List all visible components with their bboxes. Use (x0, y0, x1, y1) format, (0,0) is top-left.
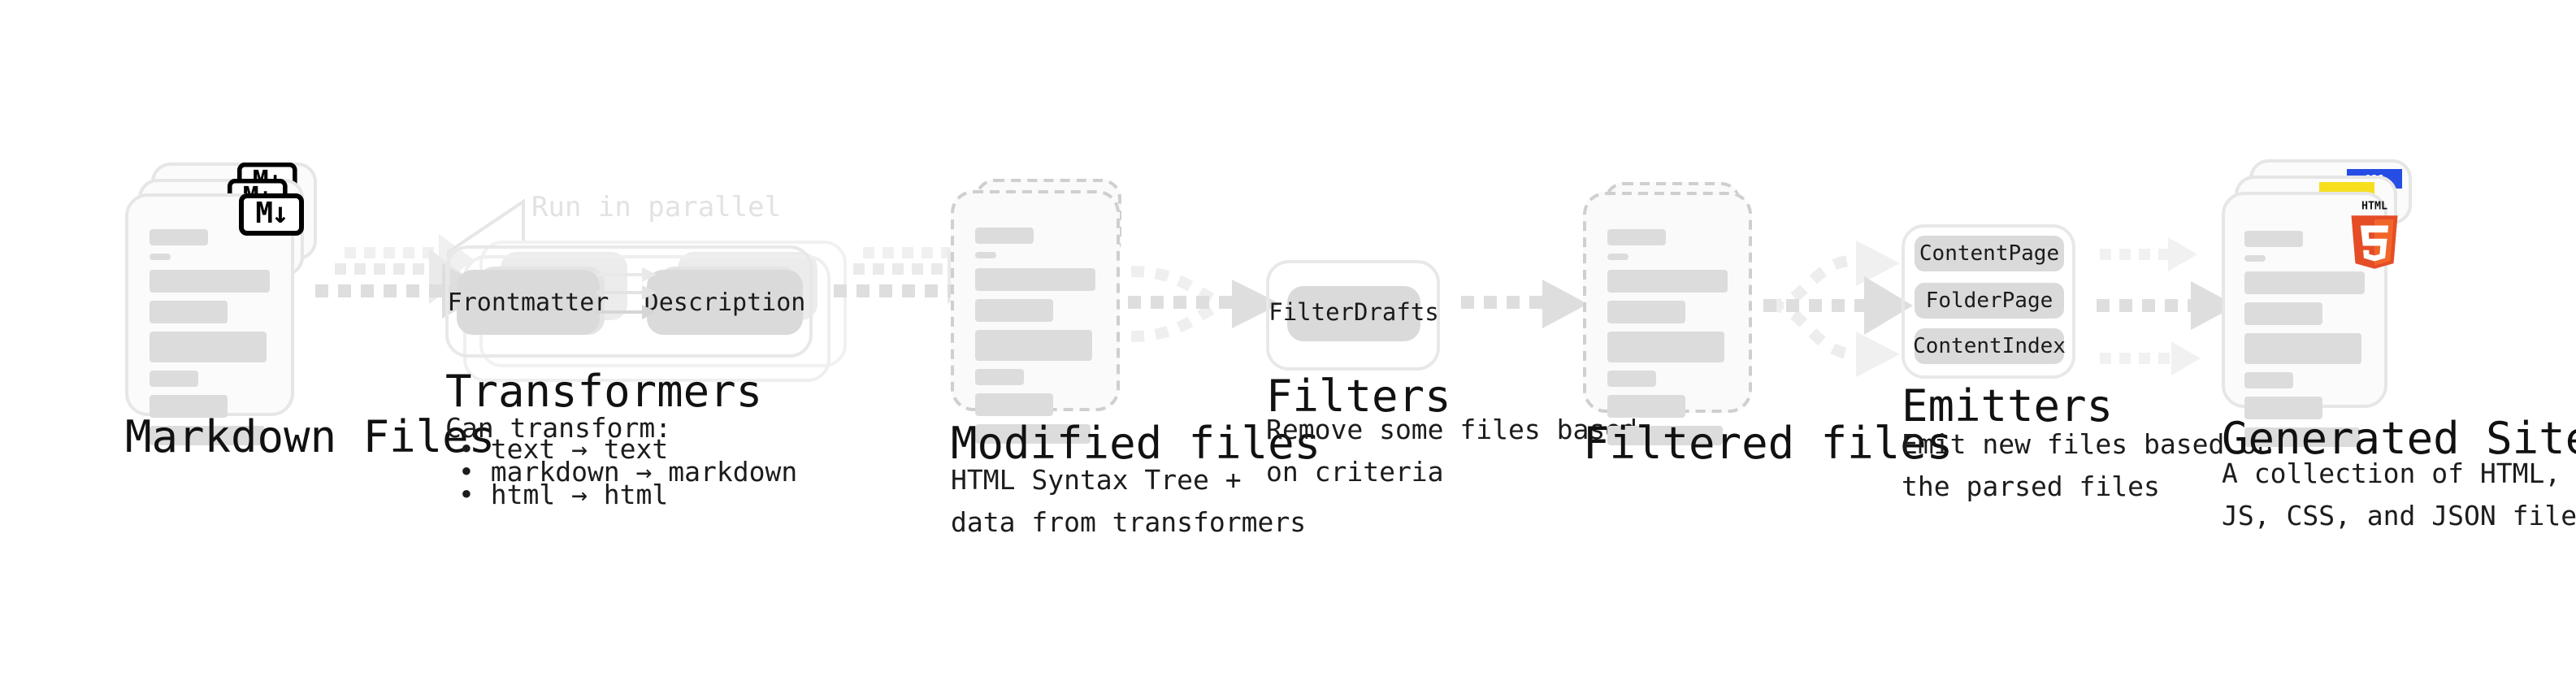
modified-files-title: Modified files (951, 419, 1321, 470)
content-bar (1607, 270, 1728, 293)
content-bar (975, 393, 1053, 416)
transformer-chip-description: Description (644, 270, 805, 335)
content-bar (2244, 333, 2361, 364)
run-in-parallel-bracket (447, 198, 525, 286)
filtered-bar-group (1607, 229, 1737, 445)
content-bar (1607, 229, 1666, 245)
transformers-bullet-1: • markdown → markdown (458, 457, 798, 488)
transformer-layer-front (445, 245, 813, 358)
content-bar (975, 330, 1092, 361)
content-bar (1607, 254, 1628, 260)
transformer-chip-frontmatter: Frontmatter (448, 270, 609, 335)
filtered-files-title: Filtered files (1583, 419, 1954, 470)
content-bar (1607, 371, 1656, 387)
content-bar (2244, 302, 2322, 325)
filters-title: Filters (1266, 372, 1451, 423)
content-bar (150, 301, 228, 323)
emitter-chip-contentindex: ContentIndex (1913, 328, 2066, 364)
content-bar (150, 426, 265, 445)
transformer-inner-arrows (596, 267, 657, 319)
arrow-emitters-to-generated (2097, 237, 2236, 375)
content-bar (975, 228, 1034, 244)
arrow-filters-to-filtered (1461, 280, 1588, 328)
emitters-groupbox (1902, 224, 2075, 379)
emitters-title: Emitters (1902, 382, 2114, 432)
transformers-title: Transformers (445, 367, 763, 418)
modified-bar-group (975, 228, 1105, 444)
content-bar (975, 369, 1024, 385)
run-in-parallel-label: Run in parallel (531, 192, 782, 224)
content-bar (150, 332, 267, 362)
arrow-filtered-to-emitters (1763, 241, 1913, 377)
content-bar (2244, 255, 2266, 262)
generated-site-subtitle: A collection of HTML, JS, CSS, and JSON … (2222, 458, 2576, 531)
content-bar (975, 268, 1095, 291)
content-bar (2244, 271, 2365, 294)
generated-site-title: Generated Site (2222, 414, 2576, 465)
html5-badge: HTML (2351, 201, 2398, 269)
markdown-title: Markdown Files (125, 413, 496, 463)
content-bar (150, 395, 228, 418)
transformers-bullet-0: • text → text (458, 434, 669, 465)
content-bar (2244, 427, 2360, 447)
filters-groupbox (1266, 260, 1440, 371)
content-bar (150, 371, 198, 387)
emitter-chip-contentpage: ContentPage (1915, 236, 2064, 271)
stage-filtered-files: Filtered files (1583, 182, 1953, 470)
content-bar (1607, 301, 1685, 323)
transformers-bullet-2: • html → html (458, 479, 669, 510)
content-bar (2244, 397, 2322, 419)
emitter-chip-folderpage: FolderPage (1915, 283, 2064, 319)
stage-markdown-files: M↓ M↓ M↓ Markdown Files (0, 0, 683, 681)
filter-chip-filterdrafts: FilterDrafts (1268, 286, 1439, 341)
stage-modified-files: Modified files HTML Syntax Tree + data f… (0, 0, 1321, 681)
content-bar (150, 254, 171, 260)
content-bar (2244, 231, 2303, 247)
html5-top-label: HTML (2361, 201, 2387, 213)
content-bar (975, 252, 996, 258)
content-bar (150, 270, 270, 293)
content-bar (2244, 372, 2293, 388)
arrow-modified-to-filters (1128, 266, 1281, 342)
content-bar (1607, 332, 1724, 362)
content-bar (1607, 426, 1723, 445)
markdown-badge: M↓ (239, 193, 304, 236)
content-bar (975, 424, 1091, 444)
content-bar (975, 299, 1053, 322)
content-bar (1607, 395, 1685, 418)
modified-files-subtitle: HTML Syntax Tree + data from transformer… (951, 465, 1307, 538)
transformers-subtitle-head: Can transform: (445, 413, 672, 444)
markdown-bar-group (150, 229, 280, 445)
content-bar (150, 229, 208, 245)
generated-bar-group (2244, 231, 2374, 447)
stage-transformers: Run in parallel Frontmatter Description (0, 0, 910, 681)
